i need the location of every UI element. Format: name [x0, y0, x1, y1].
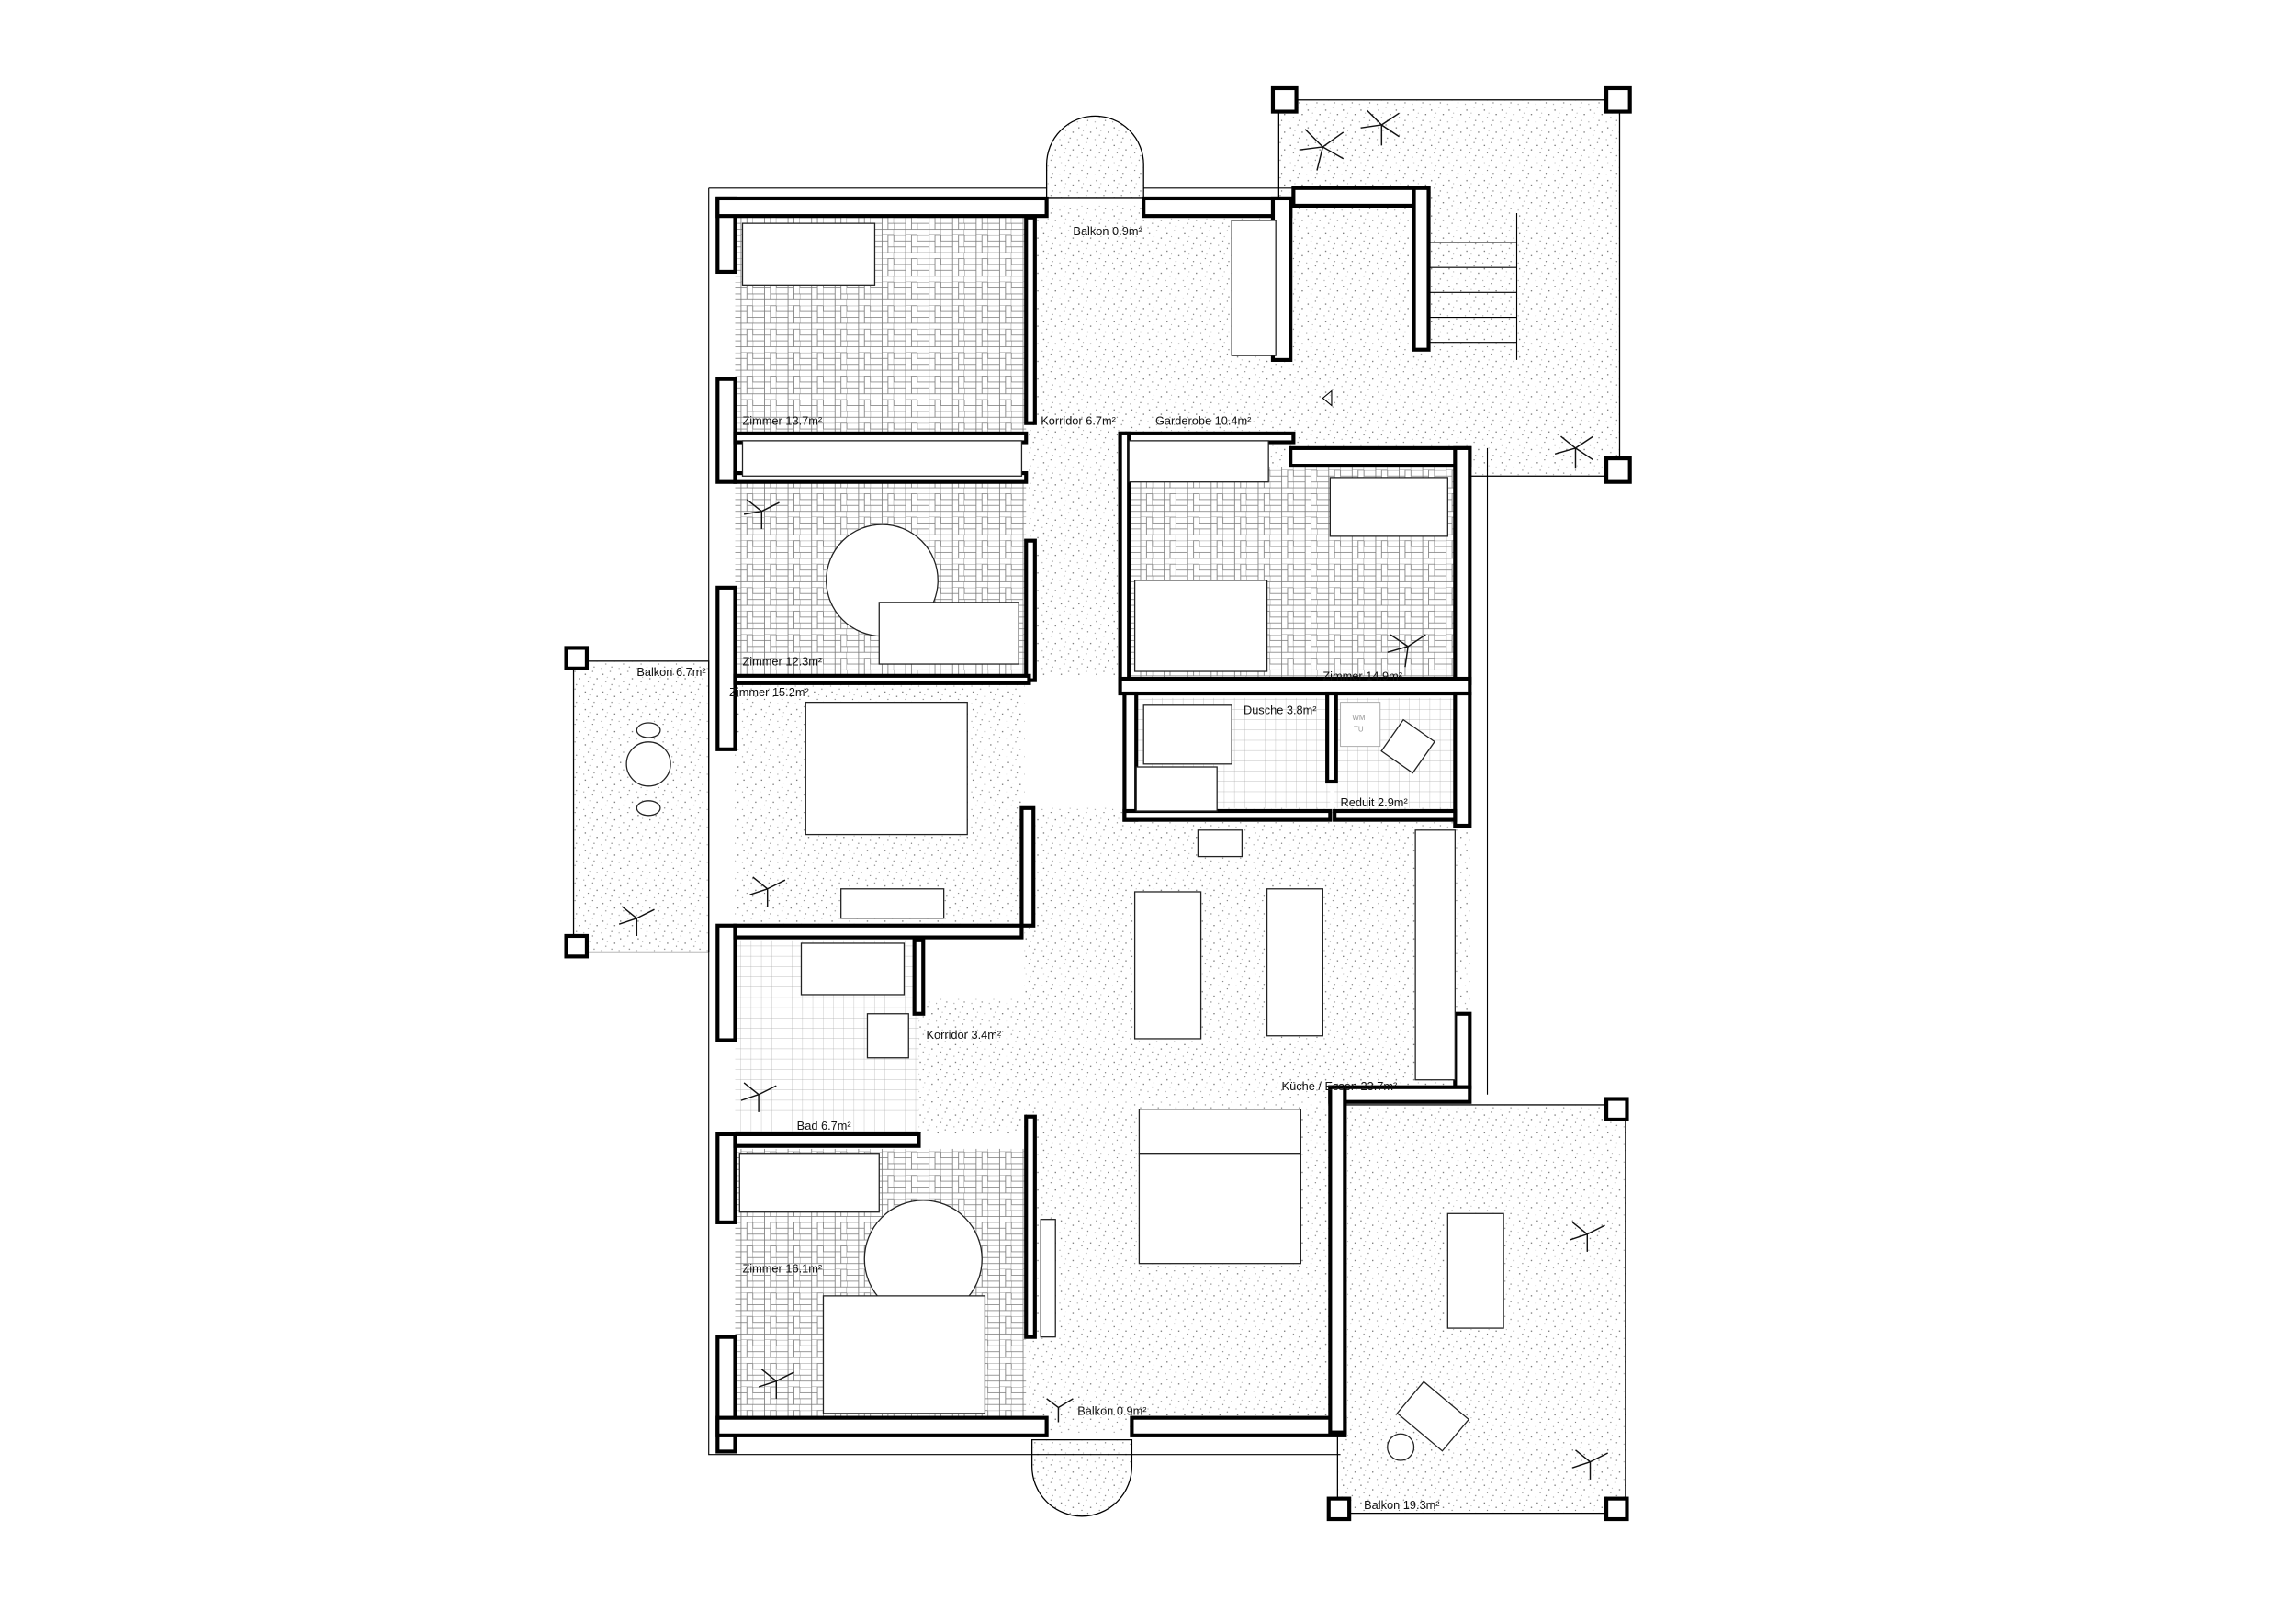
facade-lines	[708, 187, 1489, 1456]
room-labels: Balkon 0.9m² Zimmer 13.7m² Korridor 6.7m…	[636, 224, 1440, 1512]
sofa	[1138, 1109, 1302, 1155]
balcony-bottom	[1030, 1439, 1133, 1517]
sink	[866, 1013, 909, 1059]
label-balkon-south: Balkon 19.3m²	[1364, 1498, 1440, 1512]
furniture: WM TU	[738, 220, 1456, 1414]
living-rug	[1138, 1153, 1302, 1265]
label-reduit: Reduit 2.9m²	[1341, 795, 1409, 809]
bed-zimmer-13-7	[741, 222, 876, 286]
label-korridor-6-7: Korridor 6.7m²	[1041, 413, 1116, 427]
plants	[618, 109, 1609, 1480]
label-garderobe: Garderobe 10.4m²	[1155, 413, 1252, 427]
label-balkon-bottom: Balkon 0.9m²	[1077, 1403, 1147, 1417]
double-bed-zimmer-14-9	[1133, 580, 1268, 672]
dining-table	[1133, 891, 1202, 1040]
label-zimmer-12-3: Zimmer 12.3m²	[743, 655, 823, 669]
bathtub	[800, 942, 906, 996]
balcony-west	[564, 646, 710, 959]
bookshelf	[1040, 1219, 1056, 1338]
bed-zimmer-12-3	[878, 602, 1019, 665]
label-zimmer-14-9: Zimmer 14.9m²	[1322, 670, 1402, 683]
label-bad: Bad 6.7m²	[797, 1119, 852, 1132]
svg-text:TU: TU	[1354, 726, 1364, 734]
rug-zimmer-15-2	[805, 701, 968, 836]
wardrobe	[741, 440, 1023, 477]
laundry-basket	[1380, 718, 1435, 774]
stair-terrace	[1270, 85, 1632, 484]
shower-tray	[1142, 704, 1232, 765]
garderobe-cabinet	[1231, 220, 1277, 356]
label-kueche-essen: Küche / Essen 23.7m²	[1282, 1079, 1398, 1093]
washer-dryer	[1340, 702, 1381, 748]
label-balkon-top: Balkon 0.9m²	[1073, 224, 1142, 238]
balcony-top	[1045, 115, 1144, 199]
label-balkon-west: Balkon 6.7m²	[636, 665, 706, 679]
balcony-south	[1326, 1097, 1629, 1522]
label-zimmer-13-7: Zimmer 13.7m²	[743, 413, 823, 427]
svg-text:WM: WM	[1352, 714, 1365, 722]
kitchen-island	[1266, 888, 1323, 1037]
label-zimmer-15-2: Zimmer 15.2m²	[729, 685, 809, 699]
stair-direction-arrow	[1322, 389, 1333, 407]
label-dusche: Dusche 3.8m²	[1244, 703, 1317, 716]
kitchen-counter	[1414, 829, 1456, 1081]
desk	[1329, 477, 1448, 537]
label-korridor-3-4: Korridor 3.4m²	[926, 1028, 1001, 1042]
double-bed-zimmer-16-1	[822, 1295, 986, 1414]
label-zimmer-16-1: Zimmer 16.1m²	[743, 1261, 823, 1275]
wardrobe-zimmer-16-1	[738, 1153, 880, 1213]
piano	[840, 888, 945, 919]
walls	[715, 186, 1472, 1454]
